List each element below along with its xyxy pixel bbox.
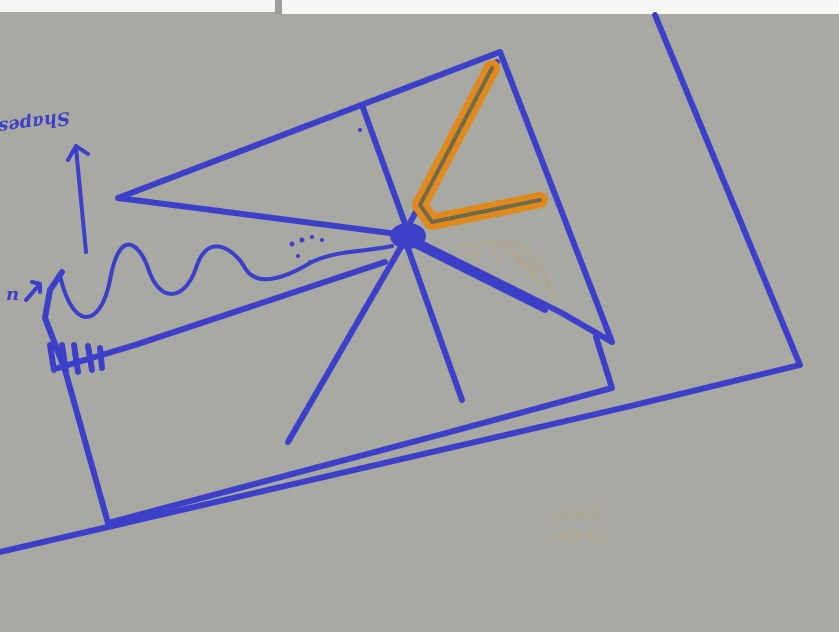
beam-dot	[300, 238, 305, 243]
beam-dot	[308, 260, 312, 264]
beam-dot	[320, 238, 324, 242]
beam-dot	[310, 235, 314, 239]
faint-note-line1: Orrinal	[549, 527, 608, 548]
page-divider	[275, 0, 282, 14]
beam-dot	[290, 242, 295, 247]
side-label: n	[6, 284, 19, 305]
tick-mark	[358, 128, 362, 132]
faint-note-line2: Lolcot	[553, 506, 599, 524]
page-edge-left	[0, 0, 275, 12]
beam-dot	[296, 254, 300, 258]
page-edge-right	[282, 0, 839, 14]
central-focus-point	[390, 223, 426, 249]
